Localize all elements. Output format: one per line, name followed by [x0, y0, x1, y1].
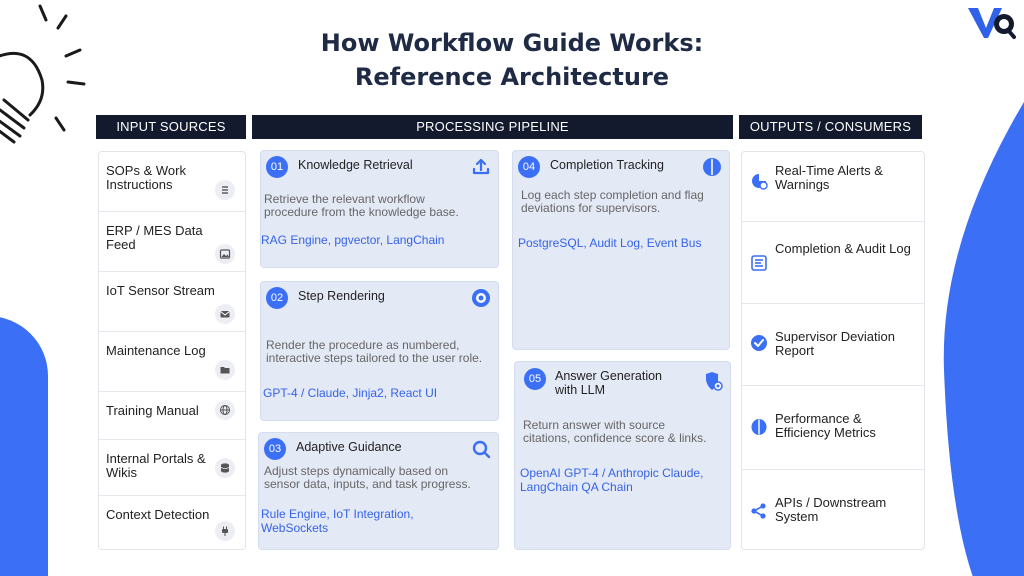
- step-number-badge: 01: [266, 156, 288, 178]
- input-sources-header: INPUT SOURCES: [96, 115, 246, 139]
- input-item-training: Training Manual: [99, 392, 245, 440]
- search-icon: [472, 440, 491, 459]
- step-description: Render the procedure as numbered, intera…: [266, 338, 483, 365]
- title-line-2: Reference Architecture: [354, 63, 670, 91]
- step-card-adaptive-guidance: 03 Adaptive Guidance Adjust steps dynami…: [258, 432, 499, 550]
- input-item-portals: Internal Portals & Wikis: [99, 440, 245, 496]
- globe-icon: [215, 400, 235, 420]
- step-card-step-rendering: 02 Step Rendering Render the procedure a…: [260, 281, 499, 421]
- input-label: Training Manual: [106, 403, 199, 418]
- step-title: Answer Generation with LLM: [555, 369, 663, 397]
- step-description: Return answer with source citations, con…: [523, 418, 707, 445]
- step-technologies: PostgreSQL, Audit Log, Event Bus: [518, 236, 702, 250]
- decorative-blue-shape-left: [0, 316, 48, 576]
- map-pin-icon: [706, 372, 723, 391]
- step-title: Step Rendering: [298, 289, 385, 303]
- step-technologies: RAG Engine, pgvector, LangChain: [261, 233, 445, 247]
- outputs-panel: Real-Time Alerts & Warnings Completion &…: [741, 151, 925, 550]
- output-label: Supervisor Deviation Report: [775, 329, 895, 358]
- step-description: Retrieve the relevant workflow procedure…: [264, 192, 459, 219]
- step-title: Knowledge Retrieval: [298, 158, 413, 172]
- output-item-deviation-report: Supervisor Deviation Report: [742, 304, 924, 386]
- step-technologies: OpenAI GPT-4 / Anthropic Claude, LangCha…: [520, 466, 704, 494]
- image-icon: [215, 244, 235, 264]
- output-label: Real-Time Alerts & Warnings: [775, 163, 883, 192]
- step-number-badge: 03: [264, 438, 286, 460]
- upload-icon: [472, 158, 490, 175]
- step-technologies: GPT-4 / Claude, Jinja2, React UI: [263, 386, 438, 400]
- step-number-badge: 02: [266, 287, 288, 309]
- step-card-completion-tracking: 04 Completion Tracking Log each step com…: [512, 150, 730, 350]
- log-icon: [751, 255, 767, 271]
- output-label: APIs / Downstream System: [775, 495, 887, 524]
- output-label: Completion & Audit Log: [775, 241, 911, 256]
- input-label: Internal Portals & Wikis: [106, 451, 206, 480]
- plug-icon: [215, 521, 235, 541]
- input-label: Context Detection: [106, 507, 210, 522]
- input-item-context: Context Detection: [99, 496, 245, 551]
- database-icon: [215, 458, 235, 478]
- input-label: Maintenance Log: [106, 343, 206, 358]
- input-item-erp: ERP / MES Data Feed: [99, 212, 245, 272]
- input-item-maintenance: Maintenance Log: [99, 332, 245, 392]
- input-label: IoT Sensor Stream: [106, 283, 215, 298]
- eye-icon: [472, 289, 490, 307]
- step-card-knowledge-retrieval: 01 Knowledge Retrieval Retrieve the rele…: [260, 150, 499, 268]
- output-item-apis: APIs / Downstream System: [742, 470, 924, 551]
- output-item-metrics: Performance & Efficiency Metrics: [742, 386, 924, 470]
- output-item-alerts: Real-Time Alerts & Warnings: [742, 152, 924, 222]
- input-sources-panel: SOPs & Work Instructions ERP / MES Data …: [98, 151, 246, 550]
- output-item-audit-log: Completion & Audit Log: [742, 222, 924, 304]
- step-description: Log each step completion and flag deviat…: [521, 188, 704, 215]
- check-icon: [751, 335, 767, 351]
- alert-chart-icon: [752, 174, 768, 190]
- output-label: Performance & Efficiency Metrics: [775, 411, 876, 440]
- decorative-blue-shape-right: [943, 102, 1024, 576]
- step-number-badge: 05: [524, 368, 546, 390]
- input-item-sops: SOPs & Work Instructions: [99, 152, 245, 212]
- list-icon: [215, 180, 235, 200]
- input-label: SOPs & Work Instructions: [106, 163, 186, 192]
- processing-pipeline-header: PROCESSING PIPELINE: [252, 115, 733, 139]
- input-item-iot: IoT Sensor Stream: [99, 272, 245, 332]
- step-title: Completion Tracking: [550, 158, 664, 172]
- page-title: How Workflow Guide Works: Reference Arch…: [0, 26, 1024, 94]
- outputs-header: OUTPUTS / CONSUMERS: [739, 115, 922, 139]
- step-description: Adjust steps dynamically based on sensor…: [264, 464, 471, 491]
- step-technologies: Rule Engine, IoT Integration, WebSockets: [261, 507, 414, 535]
- folder-icon: [215, 360, 235, 380]
- step-number-badge: 04: [518, 156, 540, 178]
- input-label: ERP / MES Data Feed: [106, 223, 203, 252]
- mail-icon: [215, 304, 235, 324]
- step-title: Adaptive Guidance: [296, 440, 402, 454]
- share-icon: [751, 503, 766, 519]
- brand-logo: [968, 8, 1016, 39]
- brain-icon: [703, 158, 721, 176]
- lightbulb-icon: [0, 4, 86, 144]
- brain-icon: [751, 419, 767, 435]
- title-line-1: How Workflow Guide Works:: [320, 29, 704, 57]
- step-card-answer-generation: 05 Answer Generation with LLM Return ans…: [514, 361, 731, 550]
